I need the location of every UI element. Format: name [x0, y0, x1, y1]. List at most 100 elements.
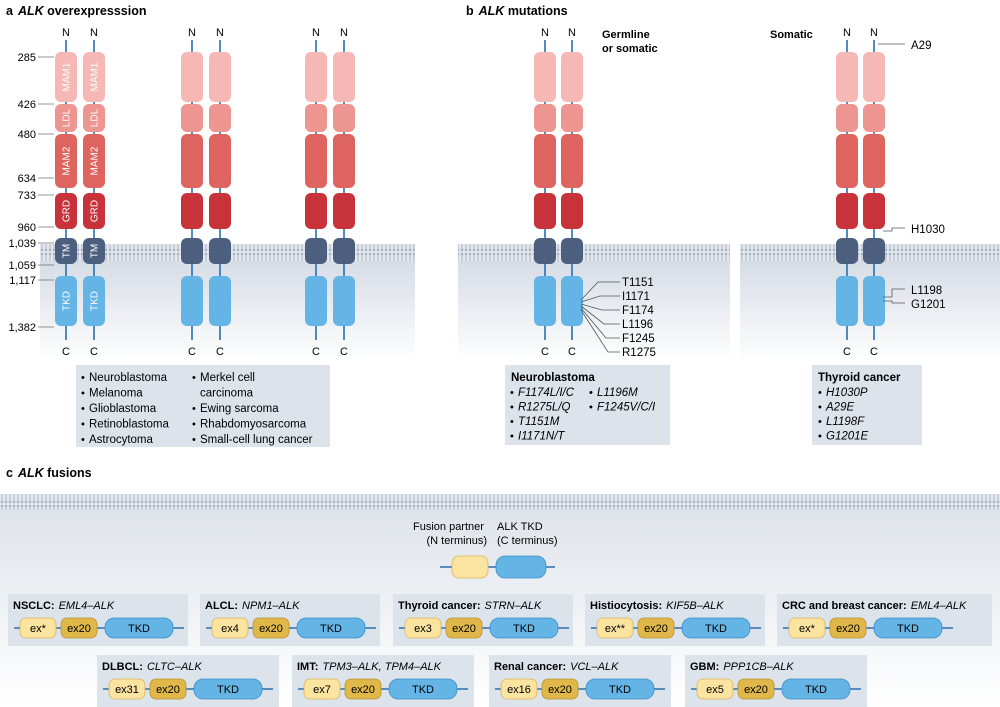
partner-exon-block: [788, 617, 826, 639]
n-terminus-label: N: [312, 27, 320, 39]
residue-label: 1,117: [9, 275, 36, 287]
list-item: F1174L/I/C: [518, 387, 575, 399]
n-terminus-label: N: [90, 27, 98, 39]
receptor-chain: NC: [863, 27, 885, 358]
fusion-gene: NPM1–ALK: [242, 600, 300, 612]
domain-tkd: [181, 276, 203, 326]
partner-exon-label: ex**: [605, 623, 626, 635]
partner-exon-block: [108, 678, 146, 700]
ex20-block: [344, 678, 382, 700]
fusion-disease: IMT:: [297, 661, 318, 673]
receptor-chain: NC: [305, 27, 327, 358]
mutation-g1201: G1201: [911, 299, 946, 311]
n-terminus-label: N: [188, 27, 196, 39]
partner-exon-label: ex*: [30, 623, 47, 635]
domain-label: MAM2: [62, 146, 73, 175]
fusion-disease: CRC and breast cancer:: [782, 600, 907, 612]
partner-exon-block: [19, 617, 57, 639]
ex20-block: [252, 617, 290, 639]
domain-grd: [305, 193, 327, 229]
fusion-title: Histiocytosis:KIF5B–ALK: [590, 600, 724, 612]
domain-tkd: [534, 276, 556, 326]
domain-label: MAM2: [90, 146, 101, 175]
domain-label: TM: [90, 244, 101, 258]
list-item: Small-cell lung cancer: [200, 434, 313, 446]
domain-ldl: [305, 104, 327, 132]
ex20-label: ex20: [351, 684, 375, 696]
list-item: Astrocytoma: [89, 434, 154, 446]
domain-tkd: [863, 276, 885, 326]
domain-mam1: [561, 52, 583, 102]
residue-label: 285: [18, 52, 36, 64]
n-terminus-label: N: [843, 27, 851, 39]
domain-label: GRD: [62, 200, 73, 222]
bullet: •: [818, 387, 822, 399]
domain-tkd: [333, 276, 355, 326]
ex20-block: [829, 617, 867, 639]
domain-mam2: [83, 134, 105, 188]
fusion-partner-label: Fusion partner (N terminus): [413, 521, 487, 547]
membrane-c: [0, 494, 1000, 510]
ex20-label: ex20: [452, 623, 476, 635]
list-item: Melanoma: [89, 388, 143, 400]
tkd-label: TKD: [217, 684, 239, 696]
list-item: L1198F: [826, 416, 865, 428]
fusion-title: DLBCL:CLTC–ALK: [102, 661, 202, 673]
partner-exon-label: ex16: [507, 684, 531, 696]
c-terminus-label: C: [568, 346, 576, 358]
c-terminus-label: C: [541, 346, 549, 358]
somatic-label: Somatic: [770, 29, 813, 41]
domain-tm: [55, 238, 77, 264]
domain-ldl: [83, 104, 105, 132]
list-item: Retinoblastoma: [89, 419, 170, 431]
domain-tkd: [209, 276, 231, 326]
domain-tkd: [55, 276, 77, 326]
partner-exon-label: ex3: [414, 623, 432, 635]
fusion-disease: DLBCL:: [102, 661, 143, 673]
domain-ldl: [333, 104, 355, 132]
residue-label: 1,059: [8, 260, 36, 272]
receptor-chain: NC: [209, 27, 231, 358]
somatic-mutation-leaders: [878, 43, 905, 304]
domain-grd: [209, 193, 231, 229]
partner-exon-label: ex7: [313, 684, 331, 696]
bullet: •: [81, 372, 85, 384]
list-item: R1275L/Q: [518, 402, 570, 414]
tkd-label: TKD: [412, 684, 434, 696]
germline-mutation-r1275: R1275: [622, 347, 656, 359]
receptor-chain: NC: [534, 27, 556, 358]
residue-label: 426: [18, 99, 36, 111]
domain-mam2: [209, 134, 231, 188]
list-item: Glioblastoma: [89, 403, 157, 415]
fusion-title: NSCLC:EML4–ALK: [13, 600, 115, 612]
c-terminus-label: C: [843, 346, 851, 358]
domain-mam1: [534, 52, 556, 102]
fusion-gene: PPP1CB–ALK: [723, 661, 794, 673]
legend-partner-block: [451, 555, 489, 579]
fusion-title: ALCL:NPM1–ALK: [205, 600, 300, 612]
ex20-label: ex20: [156, 684, 180, 696]
domain-mam1: [863, 52, 885, 102]
alk-tkd-label: ALK TKD (C terminus): [497, 521, 558, 547]
germline-mutation-f1174: F1174: [622, 305, 654, 317]
domain-label: MAM1: [62, 62, 73, 91]
fusion-gene: VCL–ALK: [570, 661, 619, 673]
fusion-title: Renal cancer:VCL–ALK: [494, 661, 619, 673]
germline-mutation-f1245: F1245: [622, 333, 655, 345]
fusion-disease: GBM:: [690, 661, 719, 673]
fusion-gene: EML4–ALK: [911, 600, 967, 612]
domain-mam1: [181, 52, 203, 102]
receptor-chain: NC: [333, 27, 355, 358]
domain-ldl: [55, 104, 77, 132]
domain-mam2: [181, 134, 203, 188]
neuroblastoma-col2: •L1196M•F1245V/C/I: [589, 387, 656, 414]
list-item: Ewing sarcoma: [200, 403, 279, 415]
bullet: •: [589, 402, 593, 414]
list-item: F1245V/C/I: [597, 402, 656, 414]
receptors: NCMAM1LDLMAM2GRDTMTKDNCMAM1LDLMAM2GRDTMT…: [55, 27, 885, 358]
